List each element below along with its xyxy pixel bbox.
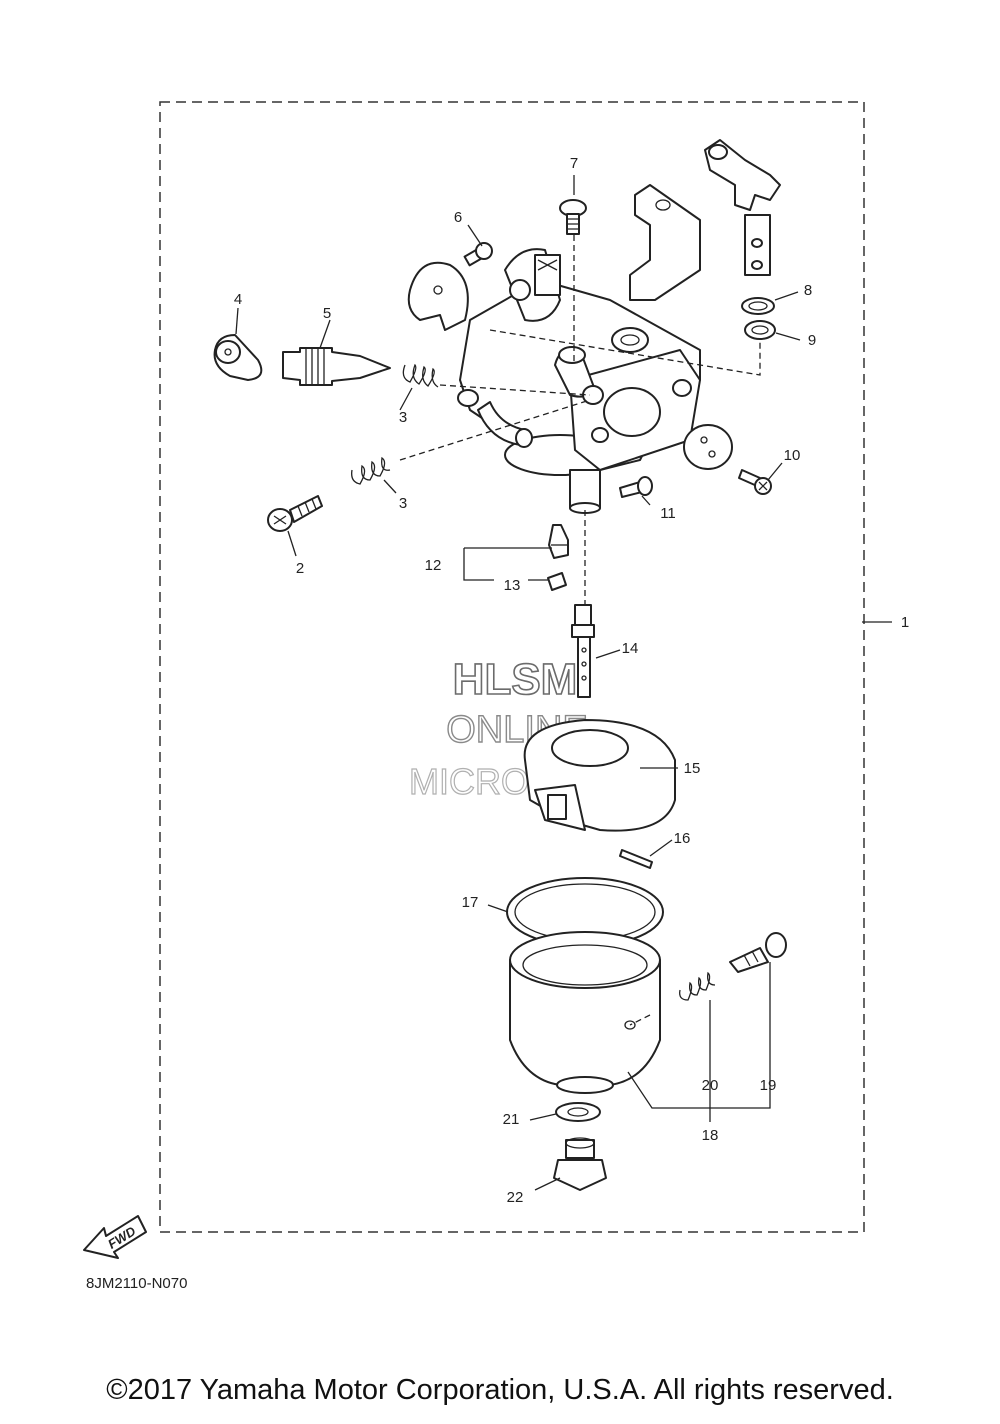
part-15-float: [523, 719, 676, 832]
watermark-line1: HLSM: [453, 655, 578, 704]
label-3-lower: 3: [399, 495, 407, 512]
leader-lines: [235, 175, 892, 1191]
diagram-code: 8JM2110-N070: [86, 1275, 187, 1292]
part-11-screw: [619, 476, 653, 498]
label-5: 5: [323, 305, 331, 322]
label-3-upper: 3: [399, 409, 407, 426]
label-22: 22: [507, 1189, 524, 1206]
label-10: 10: [784, 447, 801, 464]
label-8: 8: [804, 282, 812, 299]
part-labels: 7 6 4 5 3 3 2 8 9 10 11 12 13 1 14 15 16…: [234, 155, 909, 1206]
float-bowl: [509, 931, 661, 1094]
part-10-throttle-plate: [683, 424, 772, 495]
label-1: 1: [901, 614, 909, 631]
choke-plate: [407, 261, 469, 331]
part-13-washer: [547, 572, 567, 591]
label-13: 13: [504, 577, 521, 594]
part-12-main-jet: [548, 524, 569, 559]
part-4-cap: [213, 334, 263, 381]
label-18: 18: [702, 1127, 719, 1144]
label-15: 15: [684, 760, 701, 777]
part-22-drain-bolt: [553, 1137, 607, 1191]
part-3-spring-upper: [402, 363, 439, 388]
part-2-screw: [267, 495, 323, 532]
part-5-needle: [282, 347, 391, 386]
part-7-screw: [559, 199, 587, 235]
label-2: 2: [296, 560, 304, 577]
throttle-lever: [704, 139, 781, 276]
label-6: 6: [454, 209, 462, 226]
choke-bracket: [629, 184, 701, 301]
label-16: 16: [674, 830, 691, 847]
label-14: 14: [622, 640, 639, 657]
fwd-arrow-icon: FWD: [83, 1215, 147, 1259]
label-20: 20: [702, 1077, 719, 1094]
part-6-screw: [463, 242, 493, 267]
label-12: 12: [425, 557, 442, 574]
part-14-emulsion-tube: [571, 604, 595, 698]
part-20-spring: [679, 971, 716, 1001]
label-4: 4: [234, 291, 242, 308]
label-17: 17: [462, 894, 479, 911]
part-16-float-pin: [619, 849, 653, 869]
label-11: 11: [660, 505, 676, 522]
label-7: 7: [570, 155, 578, 172]
part-9-seal: [744, 320, 776, 340]
label-21: 21: [503, 1111, 520, 1128]
part-19-drain-screw: [729, 932, 787, 973]
assembly-boundary: [159, 101, 865, 1233]
part-21-washer: [555, 1102, 601, 1122]
alignment-lines: [399, 235, 761, 1026]
part-8-washer: [741, 297, 775, 315]
label-9: 9: [808, 332, 816, 349]
part-3-spring-lower: [351, 456, 391, 485]
label-19: 19: [760, 1077, 777, 1094]
copyright-notice: ©2017 Yamaha Motor Corporation, U.S.A. A…: [106, 1374, 894, 1406]
